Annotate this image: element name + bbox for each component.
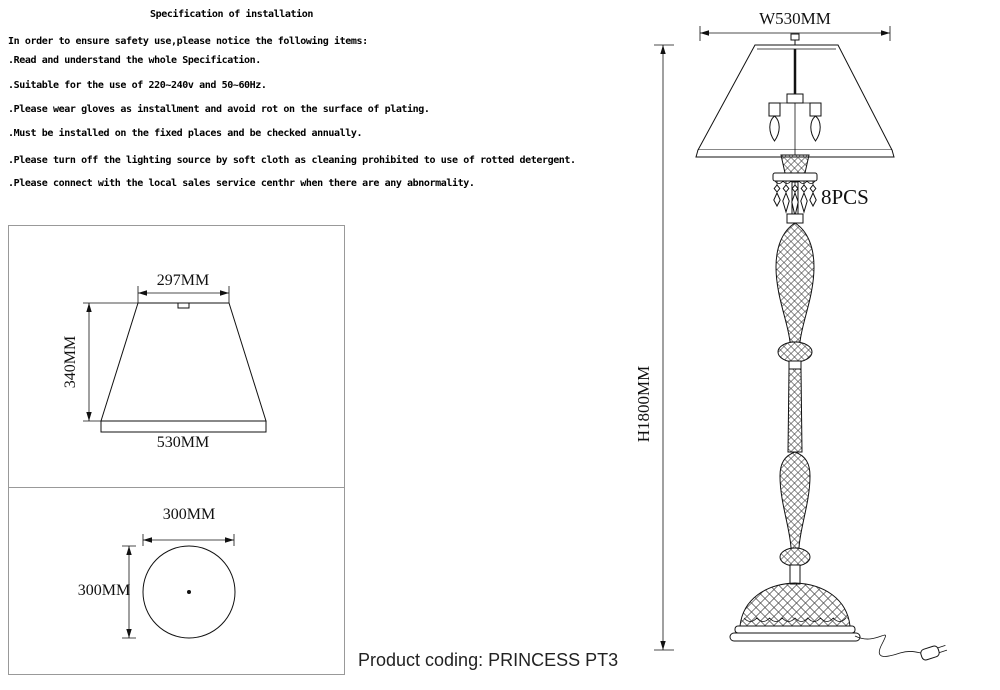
plug-icon <box>920 644 948 661</box>
dim-shade-height: 340MM <box>62 302 138 422</box>
dimension-diagram-box: 297MM 340MM 530MM 300MM <box>8 225 345 675</box>
dim-lamp-width: W530MM <box>699 9 891 41</box>
spec-item: .Please wear gloves as installment and a… <box>8 104 430 115</box>
spec-title: Specification of installation <box>150 9 313 20</box>
shade-diagram: 297MM 340MM 530MM <box>62 272 267 451</box>
pendants-count-label: 8PCS <box>821 185 869 209</box>
shade-diagram-section: 297MM 340MM 530MM <box>9 226 344 488</box>
base-diagram-section: 300MM 300MM <box>9 488 344 674</box>
dim-shade-height-label: 340MM <box>62 336 79 388</box>
dim-lamp-height-label: H1800MM <box>634 366 653 443</box>
base-diagram: 300MM 300MM <box>78 506 236 639</box>
shade-outline <box>100 302 267 433</box>
crystal-drop <box>782 181 790 214</box>
product-coding: Product coding: PRINCESS PT3 <box>358 650 619 670</box>
spec-item: In order to ensure safety use,please not… <box>8 36 368 47</box>
lamp-column <box>775 213 815 585</box>
crystal-drop <box>800 181 808 214</box>
dim-top-width: 297MM <box>137 272 230 303</box>
bulb-right <box>809 102 822 142</box>
crystal-drop <box>773 181 781 208</box>
dim-bottom-width-label: 530MM <box>157 434 209 451</box>
dim-base-width-label: 300MM <box>163 506 215 523</box>
dim-lamp-height: H1800MM <box>634 44 674 651</box>
spec-item: .Must be installed on the fixed places a… <box>8 128 363 139</box>
bulb-assembly <box>768 49 822 155</box>
dim-base-height-label: 300MM <box>78 582 130 599</box>
crystal-drop <box>809 181 817 208</box>
dim-lamp-width-label: W530MM <box>759 9 831 28</box>
dim-base-width: 300MM <box>142 506 235 546</box>
spec-item: .Please turn off the lighting source by … <box>8 155 576 166</box>
spec-item: .Please connect with the local sales ser… <box>8 178 475 189</box>
base-circle <box>142 545 236 639</box>
power-cord <box>854 634 948 661</box>
spec-item: .Suitable for the use of 220~240v and 50… <box>8 80 267 91</box>
dim-top-width-label: 297MM <box>157 272 209 289</box>
crystal-pendants: 8PCS <box>772 154 869 217</box>
dim-base-height: 300MM <box>78 545 136 639</box>
lamp-base <box>729 582 861 642</box>
lamp-drawing: W530MM H1800MM <box>634 9 948 661</box>
spec-item: .Read and understand the whole Specifica… <box>8 55 261 66</box>
bulb-left <box>768 102 781 142</box>
